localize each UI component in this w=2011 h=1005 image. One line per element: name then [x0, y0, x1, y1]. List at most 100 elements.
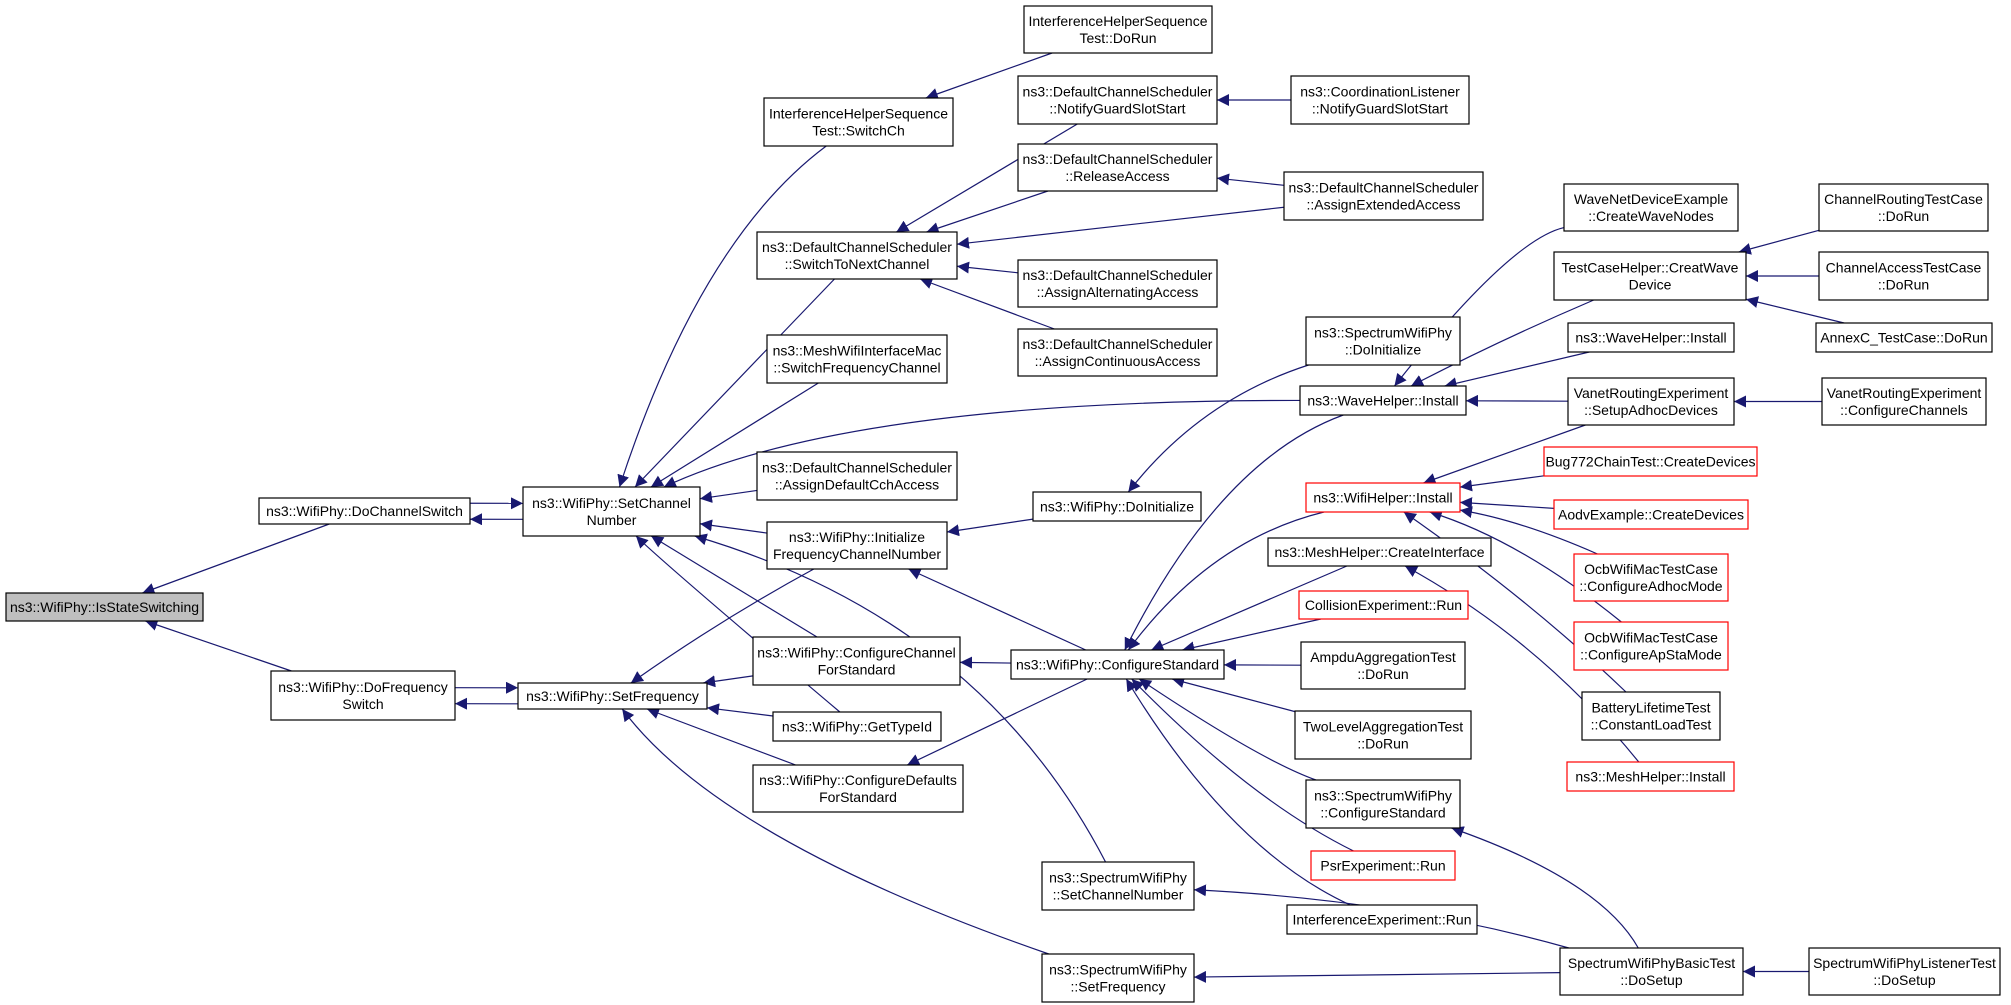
node-confchan[interactable]: ns3::WifiPhy::ConfigureChannelForStandar… — [752, 636, 961, 686]
node-label: TestCaseHelper::CreatWave — [1562, 260, 1739, 276]
node-initfreq[interactable]: ns3::WifiPhy::InitializeFrequencyChannel… — [766, 521, 948, 570]
node-dcsdefaultcch[interactable]: ns3::DefaultChannelScheduler::AssignDefa… — [756, 451, 958, 501]
node-spdoinit[interactable]: ns3::SpectrumWifiPhy::DoInitialize — [1305, 316, 1461, 366]
node-dochsw[interactable]: ns3::WifiPhy::DoChannelSwitch — [258, 497, 471, 525]
node-label: ::SetupAdhocDevices — [1584, 402, 1718, 418]
node-label: WaveNetDeviceExample — [1574, 191, 1729, 207]
node-dcscontinuous[interactable]: ns3::DefaultChannelScheduler::AssignCont… — [1017, 328, 1218, 377]
node-label: AmpduAggregationTest — [1310, 649, 1456, 665]
node-label: Number — [587, 512, 637, 528]
node-wavenetdev[interactable]: WaveNetDeviceExample::CreateWaveNodes — [1563, 183, 1739, 232]
node-coordnotify[interactable]: ns3::CoordinationListener::NotifyGuardSl… — [1290, 75, 1470, 125]
node-twolevel[interactable]: TwoLevelAggregationTest::DoRun — [1294, 710, 1472, 760]
node-aodv[interactable]: AodvExample::CreateDevices — [1553, 499, 1749, 530]
node-label: ::AssignAlternatingAccess — [1037, 284, 1199, 300]
node-ocbadhoc[interactable]: OcbWifiMacTestCase::ConfigureAdhocMode — [1573, 553, 1729, 602]
node-box — [1267, 537, 1492, 567]
node-battery[interactable]: BatteryLifetimeTest::ConstantLoadTest — [1581, 691, 1721, 741]
node-confstd[interactable]: ns3::WifiPhy::ConfigureStandard — [1010, 649, 1225, 680]
node-splistener[interactable]: SpectrumWifiPhyListenerTest::DoSetup — [1808, 947, 2001, 996]
node-dcsalternating[interactable]: ns3::DefaultChannelScheduler::AssignAlte… — [1017, 259, 1218, 308]
node-label: ::ConfigureAdhocMode — [1579, 578, 1722, 594]
node-meshinstall[interactable]: ns3::MeshHelper::Install — [1566, 761, 1735, 792]
node-wavehelper[interactable]: ns3::WaveHelper::Install — [1299, 385, 1467, 416]
node-psr[interactable]: PsrExperiment::Run — [1310, 850, 1456, 881]
edge-dcsswitchnext-to-setchnum — [634, 278, 835, 488]
node-setchnum[interactable]: ns3::WifiPhy::SetChannelNumber — [522, 486, 701, 537]
node-chaccess[interactable]: ChannelAccessTestCase::DoRun — [1818, 251, 1989, 301]
node-box — [766, 521, 948, 570]
node-wavehelper2[interactable]: ns3::WaveHelper::Install — [1567, 322, 1735, 353]
node-vanetsetup[interactable]: VanetRoutingExperiment::SetupAdhocDevice… — [1567, 377, 1735, 426]
node-wifihelper[interactable]: ns3::WifiHelper::Install — [1305, 482, 1461, 513]
edge-spdoinit-to-wpdoinit — [1127, 364, 1309, 493]
node-label: ns3::SpectrumWifiPhy — [1049, 962, 1187, 978]
node-interfexp[interactable]: InterferenceExperiment::Run — [1286, 904, 1478, 935]
node-label: ::SwitchFrequencyChannel — [773, 360, 940, 376]
node-box — [756, 451, 958, 501]
node-meshcreate[interactable]: ns3::MeshHelper::CreateInterface — [1267, 537, 1492, 567]
node-annexc[interactable]: AnnexC_TestCase::DoRun — [1815, 322, 1993, 353]
node-label: OcbWifiMacTestCase — [1584, 630, 1718, 646]
node-box — [1299, 385, 1467, 416]
node-spconfstd[interactable]: ns3::SpectrumWifiPhy::ConfigureStandard — [1305, 779, 1461, 829]
node-dcsswitchnext[interactable]: ns3::DefaultChannelScheduler::SwitchToNe… — [756, 231, 958, 280]
node-label: SpectrumWifiPhyListenerTest — [1813, 955, 1996, 971]
node-label: ns3::WifiPhy::ConfigureStandard — [1016, 657, 1219, 673]
edge-wpdoinit-to-initfreq — [946, 518, 1034, 537]
edge-confchan-to-setfreq — [703, 675, 754, 688]
node-chrouting[interactable]: ChannelRoutingTestCase::DoRun — [1818, 183, 1989, 232]
edge-twolevel-to-confstd — [1171, 676, 1296, 713]
edge-spconfstd-to-confstd — [1138, 678, 1317, 781]
node-label: ::SwitchToNextChannel — [785, 256, 930, 272]
node-wpdoinit[interactable]: ns3::WifiPhy::DoInitialize — [1032, 491, 1202, 522]
node-box — [258, 497, 471, 525]
edge-initfreq-to-setfreq — [630, 568, 815, 684]
node-box — [752, 636, 961, 686]
node-label: AnnexC_TestCase::DoRun — [1820, 330, 1987, 346]
node-label: InterferenceHelperSequence — [769, 106, 948, 122]
node-spbasic[interactable]: SpectrumWifiPhyBasicTest::DoSetup — [1559, 947, 1744, 996]
node-bug772[interactable]: Bug772ChainTest::CreateDevices — [1543, 446, 1758, 477]
node-box — [766, 334, 948, 384]
edge-meshcreate-to-confstd — [1151, 565, 1348, 651]
node-box — [1808, 947, 2001, 996]
node-label: ::DoRun — [1878, 208, 1929, 224]
node-box — [1815, 322, 1993, 353]
node-isstate[interactable]: ns3::WifiPhy::IsStateSwitching — [5, 592, 204, 622]
edge-psr-to-confstd — [1131, 678, 1354, 852]
node-label: CollisionExperiment::Run — [1305, 597, 1462, 613]
node-label: ns3::WifiPhy::DoFrequency — [278, 679, 448, 695]
node-label: ::AssignContinuousAccess — [1035, 353, 1201, 369]
node-spsetfreq[interactable]: ns3::SpectrumWifiPhy::SetFrequency — [1041, 953, 1195, 1003]
node-spsetch[interactable]: ns3::SpectrumWifiPhy::SetChannelNumber — [1041, 861, 1195, 911]
node-dcsextended[interactable]: ns3::DefaultChannelScheduler::AssignExte… — [1283, 171, 1484, 221]
node-ocbapsta[interactable]: OcbWifiMacTestCase::ConfigureApStaMode — [1573, 621, 1729, 671]
node-box — [1283, 171, 1484, 221]
node-meshswitchfreq[interactable]: ns3::MeshWifiInterfaceMac::SwitchFrequen… — [766, 334, 948, 384]
node-label: ::ConstantLoadTest — [1591, 717, 1712, 733]
node-label: ns3::DefaultChannelScheduler — [762, 239, 952, 255]
node-label: ::DoSetup — [1620, 972, 1682, 988]
node-label: ns3::MeshWifiInterfaceMac — [773, 343, 942, 359]
node-box — [763, 97, 954, 147]
node-collision[interactable]: CollisionExperiment::Run — [1298, 590, 1469, 620]
edge-confstd-to-confchan — [959, 656, 1012, 669]
node-label: ::ConfigureApStaMode — [1580, 647, 1722, 663]
node-setfreq[interactable]: ns3::WifiPhy::SetFrequency — [517, 682, 708, 710]
node-gettypeid[interactable]: ns3::WifiPhy::GetTypeId — [772, 711, 942, 742]
node-dcsnotify[interactable]: ns3::DefaultChannelScheduler::NotifyGuar… — [1017, 75, 1218, 125]
node-box — [1294, 710, 1472, 760]
node-ampdu[interactable]: AmpduAggregationTest::DoRun — [1300, 641, 1466, 690]
node-vanetconfig[interactable]: VanetRoutingExperiment::ConfigureChannel… — [1821, 377, 1987, 426]
node-confdefaults[interactable]: ns3::WifiPhy::ConfigureDefaultsForStanda… — [752, 764, 964, 813]
node-box — [1563, 183, 1739, 232]
node-dcsrelease[interactable]: ns3::DefaultChannelScheduler::ReleaseAcc… — [1017, 143, 1218, 192]
edge-wavehelper-to-setchnum — [663, 399, 1301, 488]
node-label: SpectrumWifiPhyBasicTest — [1568, 955, 1735, 971]
node-box — [1566, 761, 1735, 792]
